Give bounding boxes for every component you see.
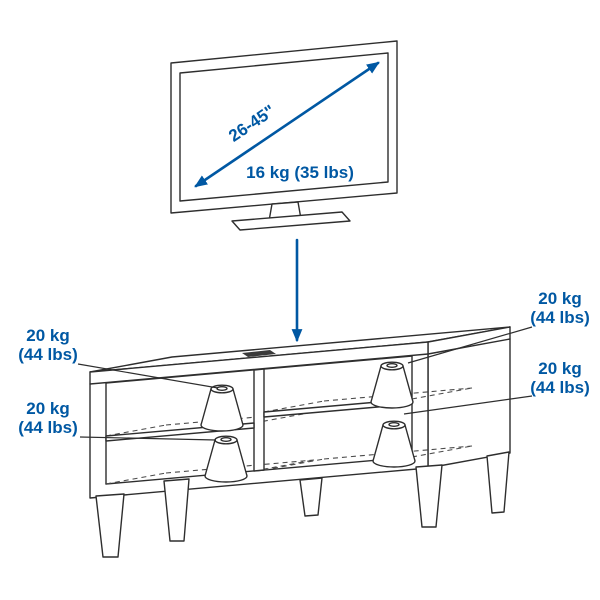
tv-diagonal-size-arrow bbox=[194, 61, 380, 188]
cable-outlet-slot bbox=[242, 350, 276, 357]
tv-bench-illustration bbox=[89, 326, 511, 558]
tv-illustration: 26-45" 16 kg (35 lbs) bbox=[170, 40, 398, 231]
max-load-cone-right-bottom bbox=[372, 420, 416, 468]
load-label-lbs: (44 lbs) bbox=[18, 418, 78, 437]
leader-line-left-top bbox=[77, 363, 219, 389]
load-label-lbs: (44 lbs) bbox=[530, 308, 590, 327]
bench-leg-front-left bbox=[95, 493, 125, 558]
load-label-kg: 20 kg bbox=[26, 326, 69, 345]
bench-leg-back-right bbox=[486, 451, 510, 514]
load-label-kg: 20 kg bbox=[538, 289, 581, 308]
load-label-kg: 20 kg bbox=[26, 399, 69, 418]
leader-line-right-bottom bbox=[403, 395, 533, 415]
leader-line-left-bottom bbox=[79, 436, 217, 441]
load-label-lbs: (44 lbs) bbox=[18, 345, 78, 364]
leader-line-right-top bbox=[407, 326, 533, 364]
load-label-right-bottom: 20 kg (44 lbs) bbox=[530, 359, 590, 397]
tv-weight-label: 16 kg (35 lbs) bbox=[246, 163, 354, 182]
load-label-left-top: 20 kg (44 lbs) bbox=[18, 326, 78, 364]
load-label-lbs: (44 lbs) bbox=[530, 378, 590, 397]
load-label-kg: 20 kg bbox=[538, 359, 581, 378]
tv-stand-base bbox=[231, 211, 351, 231]
bench-leg-front-right bbox=[415, 464, 443, 528]
bench-center-support bbox=[299, 477, 323, 517]
top-panel-edge-side bbox=[427, 338, 511, 355]
bench-leg-back-left bbox=[163, 478, 190, 542]
bench-middle-divider bbox=[253, 368, 265, 472]
load-label-left-bottom: 20 kg (44 lbs) bbox=[18, 399, 78, 437]
load-label-right-top: 20 kg (44 lbs) bbox=[530, 289, 590, 327]
max-load-cone-right-top bbox=[370, 361, 414, 409]
max-load-cone-left-bottom bbox=[204, 435, 248, 483]
max-load-cone-left-top bbox=[200, 384, 244, 432]
